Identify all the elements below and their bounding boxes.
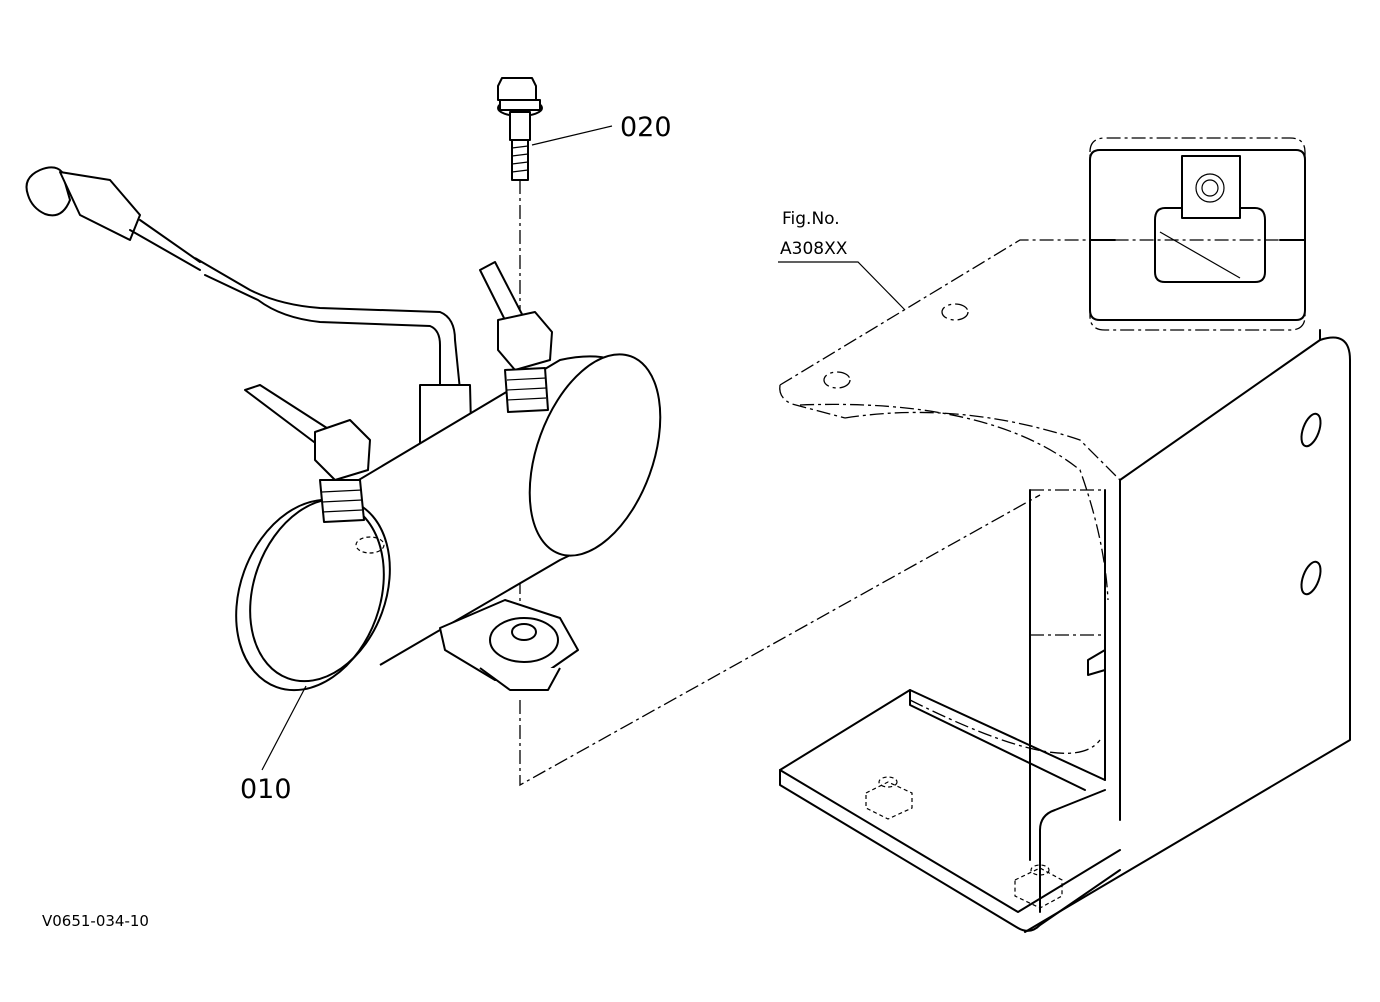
callout-020: 020 [620,112,672,143]
callout-010: 010 [240,774,292,805]
bolt-icon [497,77,543,181]
figure-number-value: A308XX [780,239,848,259]
figure-reference-leader [778,261,906,311]
callout-020-leader [531,125,613,146]
callout-010-leader [261,685,307,771]
drawing-code: V0651-034-10 [42,912,149,930]
detail-view-inset [1089,137,1306,331]
bracket-icon [779,239,1351,933]
figure-number-label: Fig.No. [782,209,840,229]
fuel-pump-icon [25,166,662,692]
